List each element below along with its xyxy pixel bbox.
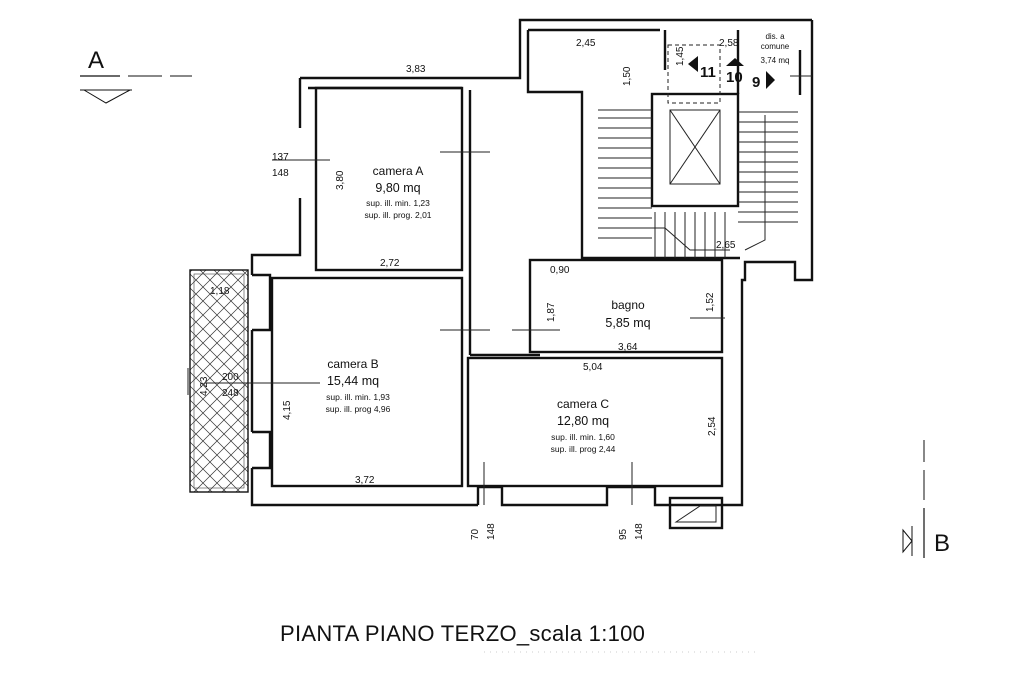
dimension-label: 4,15 (282, 400, 293, 420)
section-b-marker: B (902, 440, 950, 558)
window-dimension-label: 148 (634, 523, 645, 540)
dimension-label: 2,45 (576, 38, 596, 49)
arrow-up-icon (726, 58, 744, 66)
dimension-label: 2,72 (380, 258, 400, 269)
window-dimension-label: 137 (272, 152, 289, 163)
room-illumination-min: sup. ill. min. 1,60 (551, 432, 615, 442)
dimension-label: 2,58 (719, 38, 739, 49)
dimension-label: 4,23 (199, 376, 210, 396)
room-area: 5,85 mq (605, 316, 650, 330)
section-b-label: B (934, 530, 950, 557)
room-area: 3,74 mq (761, 56, 790, 65)
stair-treads (598, 44, 798, 258)
interior-walls (270, 28, 802, 530)
dimension-label: 2,65 (716, 240, 736, 251)
room-illumination-prog: sup. ill. prog 4,96 (326, 404, 391, 414)
room-illumination-prog: sup. ill. prog 2,44 (551, 444, 616, 454)
dimension-label: 1,50 (622, 66, 633, 86)
room-camera-a: camera A 9,80 mq sup. ill. min. 1,23 sup… (364, 164, 431, 220)
room-area: 15,44 mq (327, 374, 379, 388)
room-name: camera A (373, 164, 424, 178)
room-disimpegno: dis. a comune 3,74 mq (761, 32, 790, 65)
room-illumination-prog: sup. ill. prog. 2,01 (364, 210, 431, 220)
dimension-label: 3,83 (406, 64, 426, 75)
stair-arrows: 11 10 9 (688, 56, 775, 91)
room-area: 9,80 mq (375, 181, 420, 195)
room-label-line2: comune (761, 42, 790, 51)
arrow-left-icon (688, 56, 698, 72)
room-label-line1: dis. a (765, 32, 785, 41)
room-name: bagno (611, 298, 645, 312)
section-a-marker: A (80, 47, 192, 104)
room-camera-c: camera C 12,80 mq sup. ill. min. 1,60 su… (551, 397, 616, 454)
window-dimension-label: 148 (486, 523, 497, 540)
section-a-label: A (88, 47, 104, 74)
dimension-label: 0,90 (550, 265, 570, 276)
drawing-title: PIANTA PIANO TERZO_scala 1:100 (280, 621, 645, 646)
room-bagno: bagno 5,85 mq (605, 298, 650, 330)
balcony (187, 269, 249, 493)
stair-step-11: 11 (700, 64, 716, 81)
room-name: camera B (327, 357, 378, 371)
dimension-label: 3,64 (618, 342, 638, 353)
dimension-label: 3,72 (355, 475, 375, 486)
window-dimension-label: 70 (470, 528, 481, 540)
window-dimension-label: 248 (222, 388, 239, 399)
room-area: 12,80 mq (557, 414, 609, 428)
dimension-label: 1,45 (675, 46, 686, 66)
room-illumination-min: sup. ill. min. 1,23 (366, 198, 430, 208)
dimension-label: 1,87 (546, 302, 557, 322)
dimension-label: 5,04 (583, 362, 603, 373)
dimension-label: 3,80 (335, 170, 346, 190)
dimension-label: 1,18 (210, 286, 230, 297)
stair-step-10: 10 (726, 69, 743, 86)
stair-step-9: 9 (752, 74, 760, 91)
dimension-label: 2,54 (707, 416, 718, 436)
arrow-right-icon (766, 71, 775, 89)
room-illumination-min: sup. ill. min. 1,93 (326, 392, 390, 402)
door-marks (204, 75, 812, 505)
room-name: camera C (557, 397, 609, 411)
room-camera-b: camera B 15,44 mq sup. ill. min. 1,93 su… (326, 357, 391, 414)
dimension-labels: 3,83 2,45 2,58 1,50 1,45 3,80 2,72 2,65 … (199, 38, 739, 540)
window-dimension-label: 95 (618, 528, 629, 540)
dimension-label: 1,52 (705, 292, 716, 312)
window-dimension-label: 200 (222, 372, 239, 383)
window-dimension-label: 148 (272, 168, 289, 179)
